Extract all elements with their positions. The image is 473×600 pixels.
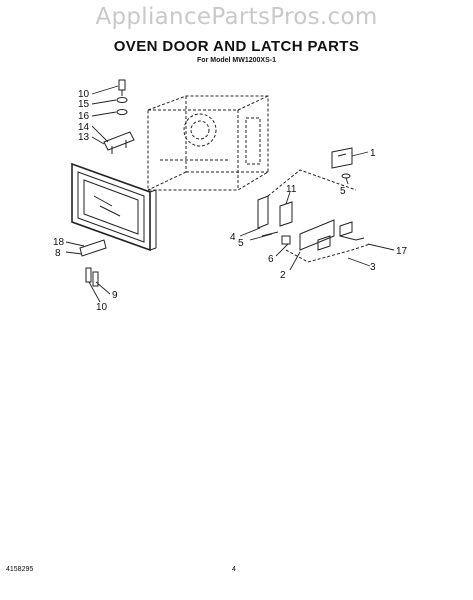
cabinet-outline	[147, 95, 269, 191]
latch-assembly	[257, 169, 371, 263]
callout-8: 8	[55, 248, 61, 259]
leader-lines	[65, 85, 395, 303]
callout-10-bottom: 10	[96, 302, 108, 313]
callout-16: 16	[78, 111, 90, 122]
lower-hinge	[79, 239, 107, 287]
callout-14: 14	[78, 122, 90, 133]
page-number: 4	[232, 566, 236, 573]
callout-1: 1	[370, 148, 376, 159]
callout-11: 11	[286, 184, 297, 195]
upper-hinge	[103, 131, 135, 154]
callout-9: 9	[112, 290, 118, 301]
watermark: AppliancePartsPros.com	[95, 4, 378, 30]
callout-5-bottom: 5	[238, 238, 244, 249]
callout-10-top: 10	[78, 89, 90, 100]
callout-15: 15	[78, 99, 90, 110]
model-subtitle: For Model MW1200XS-1	[197, 57, 276, 64]
callout-3: 3	[370, 262, 376, 273]
callout-4: 4	[230, 232, 236, 243]
callout-labels: 10 15 16 14 13 18 8 9 10 1 5 11 4 5 6 2 …	[53, 89, 408, 313]
callout-2: 2	[280, 270, 286, 281]
interlock-switch	[331, 147, 353, 179]
callout-18: 18	[53, 237, 65, 248]
page-title: OVEN DOOR AND LATCH PARTS	[113, 38, 360, 55]
screw-stack	[116, 79, 128, 115]
callout-17: 17	[396, 246, 408, 257]
oven-door	[71, 162, 157, 252]
document-number: 4158295	[6, 566, 34, 573]
callout-13: 13	[78, 132, 90, 143]
callout-6: 6	[268, 254, 274, 265]
callout-5-top: 5	[340, 186, 346, 197]
